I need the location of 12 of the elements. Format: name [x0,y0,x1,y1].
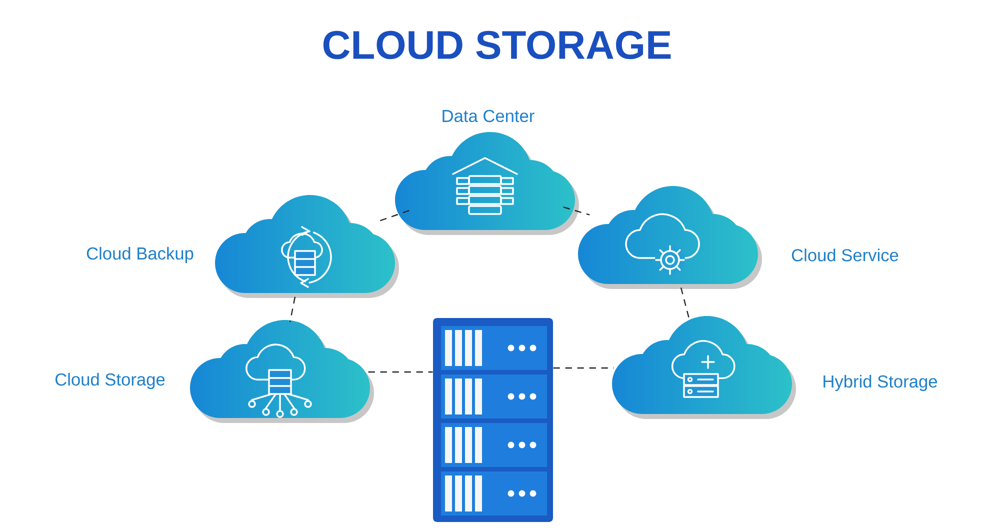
cloud-label: Cloud Storage [55,372,165,390]
cloud-label: Hybrid Storage [824,374,937,392]
cloud-label: Cloud Service [792,248,898,262]
dashed-line [368,371,433,373]
title: CLOUD STORAGE [323,30,671,60]
cloud-label: Cloud Backup [86,246,194,264]
dashed-line [680,288,690,318]
cloud-label: Data Center [442,110,534,122]
dashed-line [380,210,410,222]
dashed-line [563,206,590,216]
server-rack-drawing [433,318,553,522]
dashed-line [289,296,296,322]
